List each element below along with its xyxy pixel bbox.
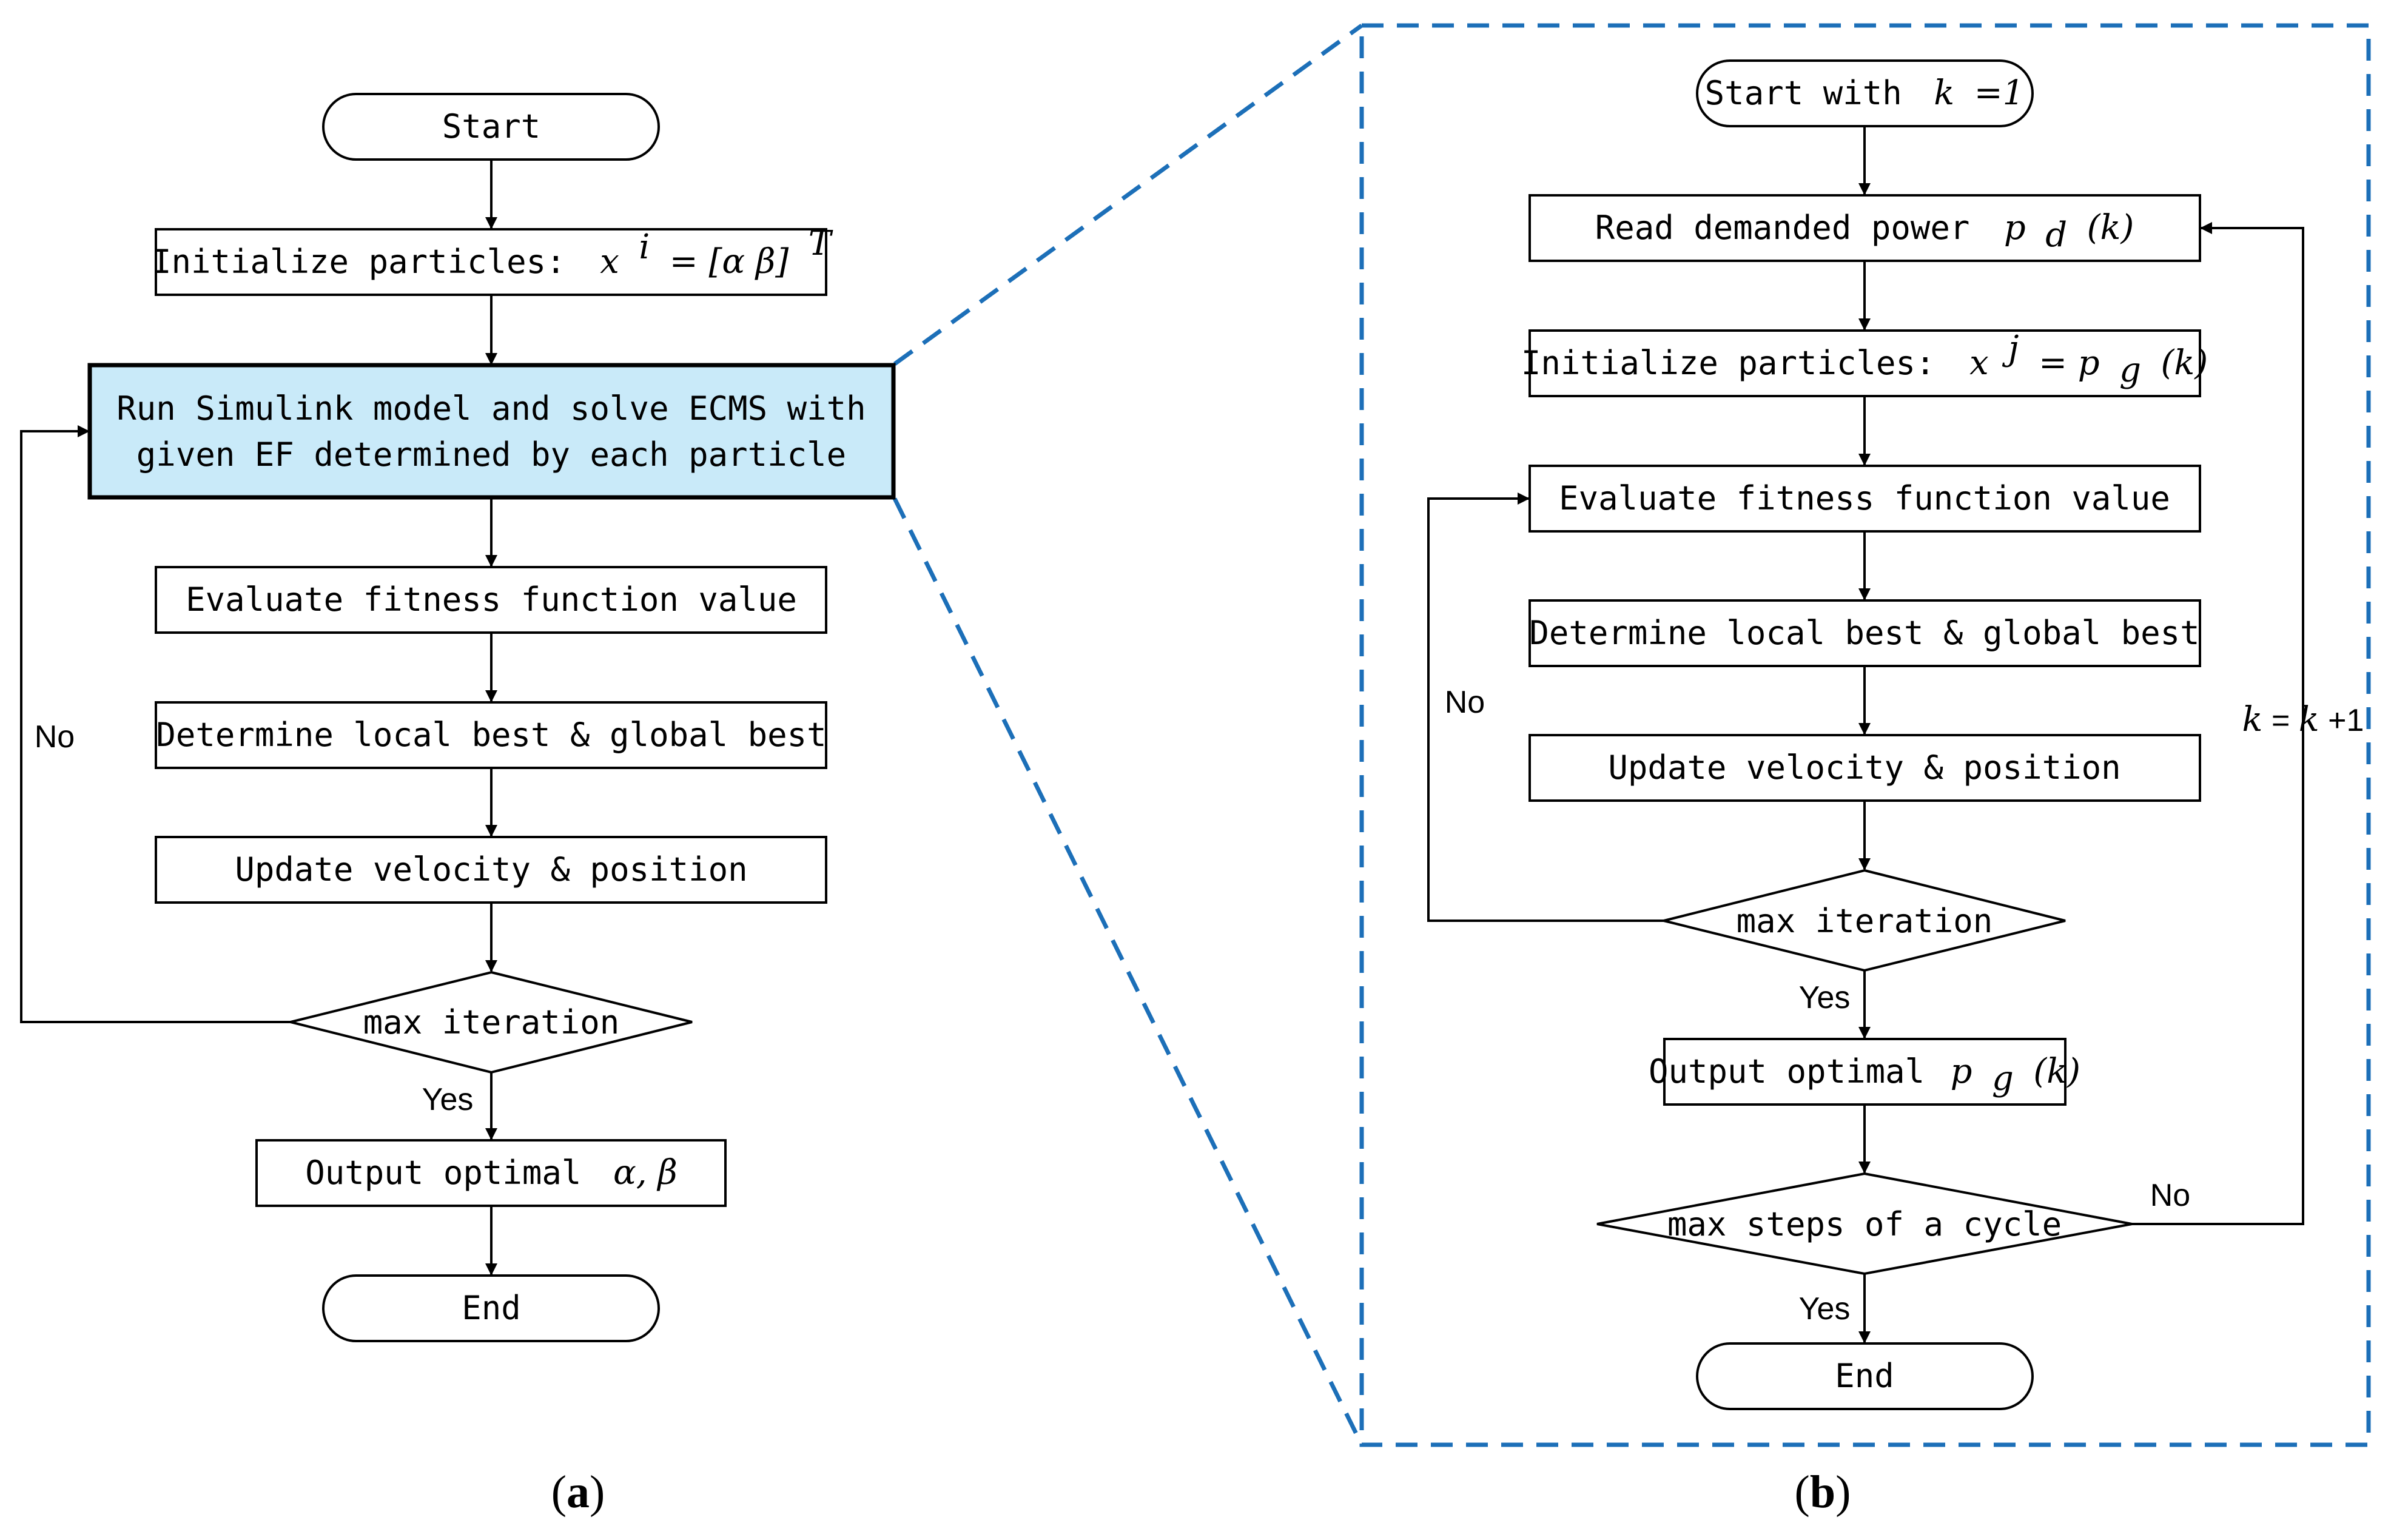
b-output-box	[1663, 1038, 2066, 1106]
b-read-box	[1528, 194, 2201, 262]
zoom-indicator	[892, 23, 2371, 1447]
b-max-steps-label: max steps of a cycle	[1667, 1205, 2062, 1243]
b-outer-loop-line	[2132, 222, 2304, 1225]
panel-b-dashed-frame	[1359, 23, 2371, 1447]
b-end-label: End	[1835, 1357, 1894, 1395]
b-update-box	[1528, 734, 2201, 802]
b-init-box	[1528, 329, 2201, 397]
caption-b: (b)	[1795, 1467, 1851, 1518]
b-update-label: Update velocity & position	[1608, 748, 2120, 787]
b-init-text: Initialize particles: x j = p g (k)	[1521, 329, 2208, 390]
b-start-text: Start with k =1	[1705, 73, 2025, 113]
zoom-line-top	[893, 24, 1364, 366]
a-evaluate-box	[155, 566, 827, 634]
a-determine-label: Determine local best & global best	[156, 716, 826, 754]
zoom-line-bottom	[892, 497, 1364, 1446]
a-run-box	[87, 363, 896, 500]
b-inner-yes-label: Yes	[1799, 980, 1851, 1015]
a-end-label: End	[462, 1289, 521, 1327]
panel-b-text: Start with k =1 Read demanded power p d …	[1445, 73, 2364, 1518]
a-no-label: No	[35, 719, 75, 755]
a-update-label: Update velocity & position	[235, 850, 747, 889]
a-run-line-1: Run Simulink model and solve ECMS with	[116, 389, 866, 428]
b-output-text: Output optimal p g (k)	[1649, 1052, 2080, 1098]
panel-a	[20, 93, 896, 1342]
a-output-box	[255, 1139, 727, 1207]
caption-a: (a)	[551, 1467, 605, 1518]
a-init-box	[155, 228, 827, 296]
b-determine-box	[1528, 599, 2201, 667]
a-loop-no-line	[20, 425, 291, 1023]
b-k-update-label: k = k +1	[2242, 700, 2364, 739]
b-inner-no-label: No	[1445, 685, 1485, 720]
b-inner-loop-line	[1427, 493, 1664, 922]
a-output-text: Output optimal α, β	[305, 1153, 677, 1192]
b-outer-yes-label: Yes	[1799, 1291, 1851, 1326]
b-max-iteration-label: max iteration	[1737, 902, 1993, 940]
b-read-text: Read demanded power p d (k)	[1595, 208, 2134, 255]
a-end-terminal	[322, 1274, 660, 1342]
a-init-text: Initialize particles: x i = [α β] T	[152, 224, 833, 281]
b-outer-no-label: No	[2150, 1178, 2190, 1213]
a-determine-box	[155, 701, 827, 769]
b-evaluate-label: Evaluate fitness function value	[1559, 479, 2170, 517]
panel-b	[1427, 59, 2304, 1410]
a-max-iteration-label: max iteration	[363, 1003, 620, 1041]
b-evaluate-box	[1528, 465, 2201, 533]
a-evaluate-label: Evaluate fitness function value	[186, 580, 797, 619]
b-determine-label: Determine local best & global best	[1529, 614, 2199, 652]
panel-a-text: Start Initialize particles: x i = [α β] …	[35, 107, 866, 1518]
a-update-box	[155, 836, 827, 904]
a-start-label: Start	[442, 107, 541, 146]
a-run-line-2: given EF determined by each particle	[136, 435, 846, 474]
b-end-terminal	[1696, 1342, 2034, 1410]
a-yes-label: Yes	[422, 1082, 474, 1117]
